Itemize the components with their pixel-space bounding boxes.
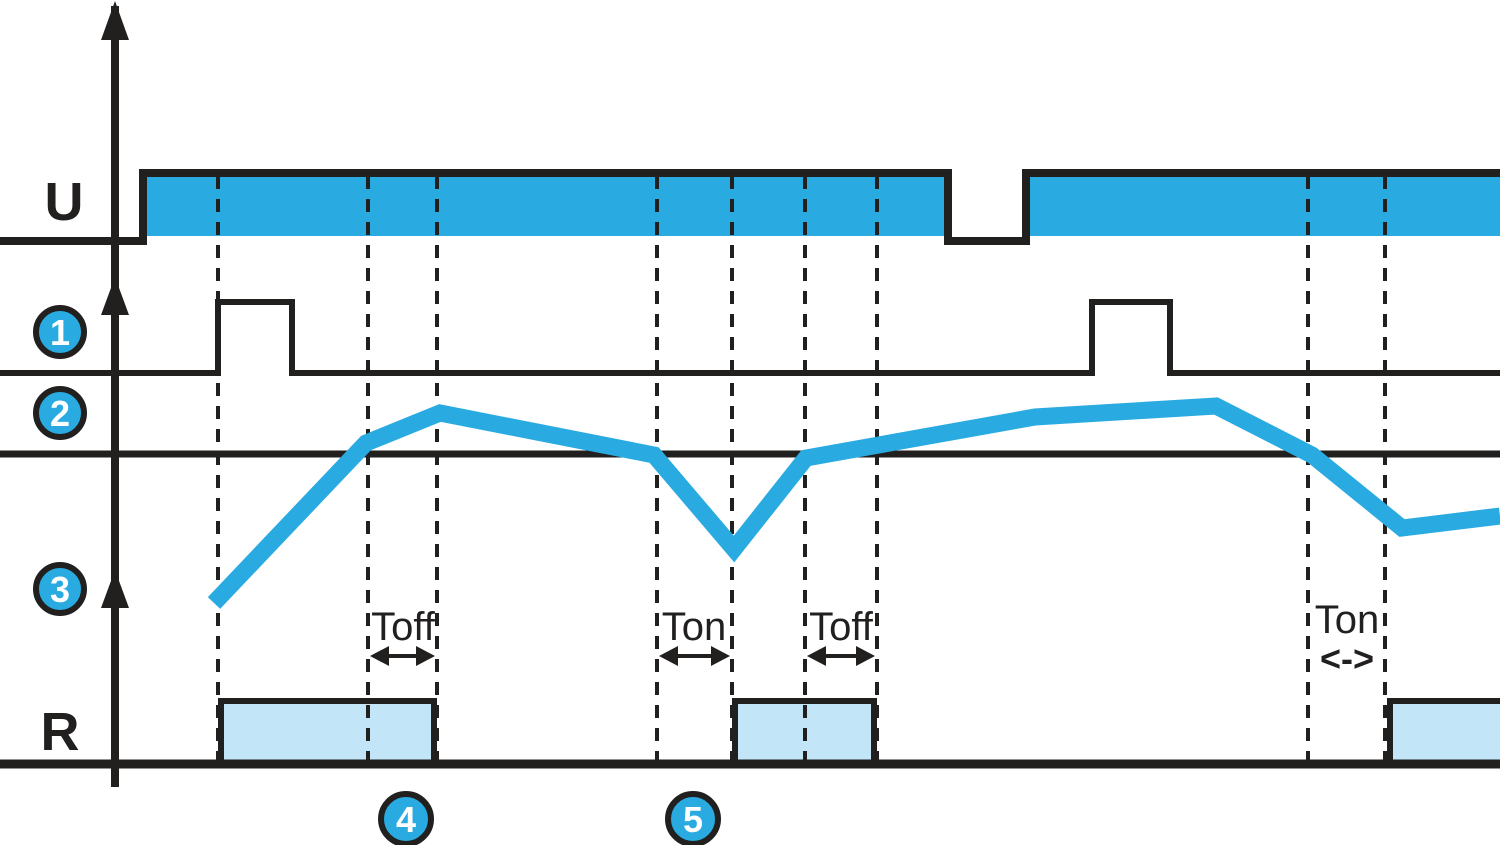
relay-pulse-3-fill xyxy=(1387,698,1500,762)
marker-3-number: 3 xyxy=(50,569,70,610)
marker-4: 4 xyxy=(378,791,434,845)
toff-arrow-2-left-head-icon xyxy=(807,646,826,666)
ton-label-2: Ton xyxy=(1315,598,1380,642)
marker-4-circle xyxy=(378,791,434,845)
ton-label-1: Ton xyxy=(662,605,727,649)
dashed-gridlines xyxy=(216,176,1387,763)
supply-voltage-fill-right xyxy=(1026,173,1500,236)
vertical-axis xyxy=(101,1,129,787)
r-axis-label: R xyxy=(41,702,80,762)
test-signal-waveform xyxy=(0,299,1500,376)
ton-arrow-1-left-head-icon xyxy=(659,646,678,666)
supply-voltage-waveform xyxy=(0,169,1500,245)
axis-arrow-bottom-icon xyxy=(101,570,129,608)
u-axis-label: U xyxy=(45,172,84,232)
marker-5-number: 5 xyxy=(683,799,703,840)
axis-arrow-top-icon xyxy=(101,1,129,40)
marker-1-number: 1 xyxy=(50,312,70,353)
toff-label-1: Toff xyxy=(371,605,436,649)
toff-label-2: Toff xyxy=(809,605,874,649)
ton-arrow-1 xyxy=(659,646,730,666)
marker-2: 2 xyxy=(33,386,87,440)
relay-pulse-1-border xyxy=(218,698,437,763)
relay-pulse-2-border xyxy=(732,698,877,763)
relay-pulse-3-border xyxy=(1387,698,1500,763)
marker-1: 1 xyxy=(33,305,87,359)
marker-3: 3 xyxy=(33,562,87,616)
marker-2-circle xyxy=(33,386,87,440)
marker-1-circle xyxy=(33,305,87,359)
marker-5: 5 xyxy=(665,791,721,845)
marker-4-number: 4 xyxy=(396,799,416,840)
toff-arrow-1-right-head-icon xyxy=(416,646,435,666)
marker-2-number: 2 xyxy=(50,393,70,434)
ton-arrow-1-right-head-icon xyxy=(711,646,730,666)
ton-compact-arrow-glyph: <-> xyxy=(1320,638,1374,679)
toff-arrow-2 xyxy=(807,646,875,666)
marker-5-circle xyxy=(665,791,721,845)
relay-pulse-1-fill xyxy=(218,698,437,762)
toff-arrow-2-right-head-icon xyxy=(856,646,875,666)
analog-signal-curve xyxy=(207,397,1500,609)
axis-arrow-middle-icon xyxy=(101,277,129,315)
marker-3-circle xyxy=(33,562,87,616)
toff-arrow-1-left-head-icon xyxy=(370,646,389,666)
supply-voltage-fill-left xyxy=(143,173,948,236)
toff-arrow-1 xyxy=(370,646,435,666)
